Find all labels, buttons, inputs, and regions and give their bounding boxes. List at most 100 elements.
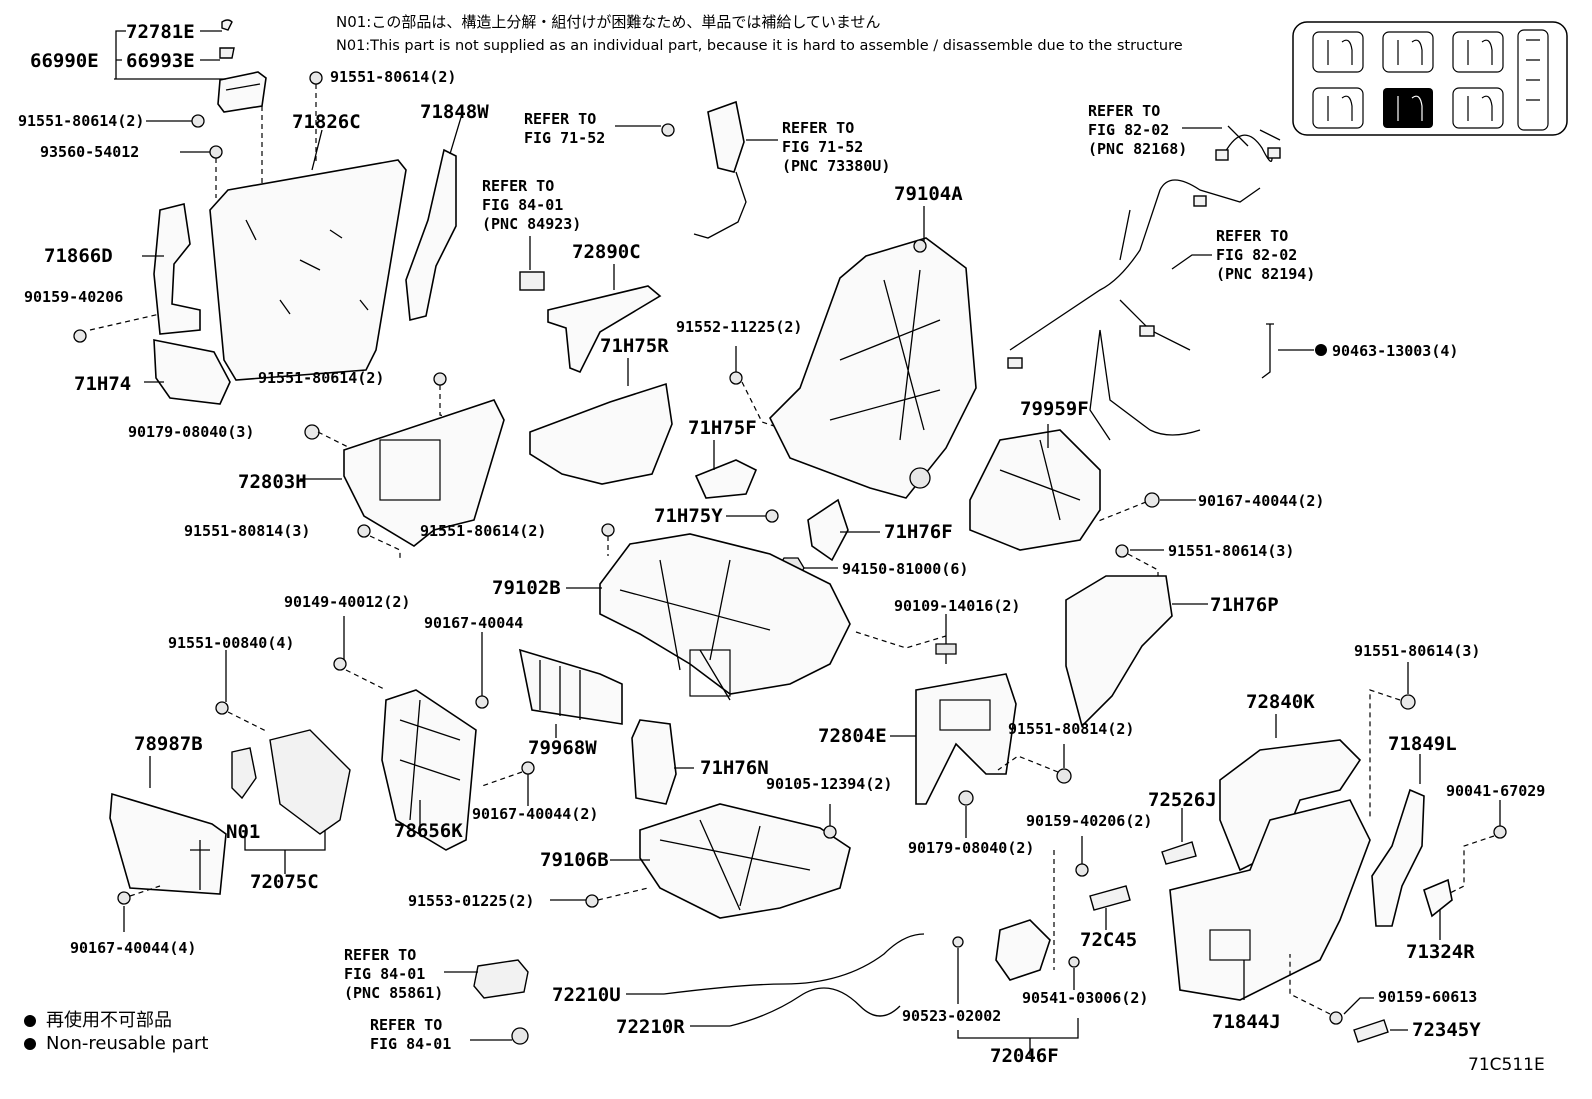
label-71H74: 71H74 [74, 373, 131, 395]
pad-72345Y [1353, 1019, 1389, 1043]
label-72075C: 72075C [250, 871, 319, 893]
label-66990E: 66990E [30, 50, 99, 72]
label-91552-11225-2: 91552-11225(2) [676, 318, 802, 336]
bolt-icon [433, 372, 447, 386]
connector-85861 [473, 959, 529, 999]
label-90109-14016-2: 90109-14016(2) [894, 597, 1020, 615]
bolt-90109-14016 [935, 643, 957, 664]
note-n01-japanese: N01:この部品は、構造上分解・組付けが困難なため、単品では補給していません [336, 13, 881, 31]
bracket-72075C [231, 729, 351, 835]
label-71849L: 71849L [1388, 733, 1457, 755]
label-79106B: 79106B [540, 849, 609, 871]
non-reusable-dot-icon [24, 1038, 36, 1050]
label-71H76N: 71H76N [700, 757, 769, 779]
cover-78656K [381, 689, 477, 851]
label-refer-to: REFER TO [524, 110, 596, 128]
label-91551-00840-4: 91551-00840(4) [168, 634, 294, 652]
cover-78987B [109, 792, 227, 895]
label-refer-to: REFER TO [1088, 102, 1160, 120]
bolt-icon [215, 701, 229, 715]
clip-90463-13003 [1261, 323, 1274, 379]
bolt-icon [1329, 1011, 1343, 1025]
label-refer-fig: FIG 84-01 [370, 1035, 451, 1053]
label-91551-80614-2: 91551-80614(2) [420, 522, 546, 540]
garnish-72890C [547, 285, 662, 374]
label-90523-02002: 90523-02002 [902, 1007, 1001, 1025]
bolt-icon [1400, 694, 1416, 710]
connector-84923 [519, 271, 545, 291]
bolt-icon [765, 509, 779, 523]
cover-79959F [969, 429, 1101, 551]
label-79959F: 79959F [1020, 398, 1089, 420]
bolt-icon [585, 894, 599, 908]
legend-text-en: Non-reusable part [46, 1033, 209, 1054]
label-refer-pnc: (PNC 85861) [344, 984, 443, 1002]
label-refer-to: REFER TO [482, 177, 554, 195]
label-71324R: 71324R [1406, 941, 1475, 963]
label-71826C: 71826C [292, 111, 361, 133]
cap-72526J [1161, 841, 1197, 865]
bracket-71H76F [807, 498, 849, 562]
label-79968W: 79968W [528, 737, 597, 759]
belt-buckle-icon [661, 100, 747, 239]
bolt-icon [1068, 956, 1080, 968]
label-90463-13003-4: 90463-13003(4) [1332, 342, 1458, 360]
legend-text-ja: 再使用不可部品 [46, 1010, 172, 1031]
bolt-icon [309, 71, 323, 85]
bolt-icon [521, 761, 535, 775]
bracket-79968W [518, 648, 623, 725]
label-N01: N01 [226, 821, 260, 843]
seatback-cover-71826C [209, 159, 407, 381]
trim-71849L [1371, 788, 1425, 927]
label-72840K: 72840K [1246, 691, 1315, 713]
label-71848W: 71848W [420, 101, 489, 123]
label-66993E: 66993E [126, 50, 195, 72]
cushion-frame-79102B [599, 533, 851, 701]
control-unit-72046F [995, 919, 1051, 981]
label-refer-pnc: (PNC 84923) [482, 215, 581, 233]
label-90159-40206: 90159-40206 [24, 288, 123, 306]
label-refer-to: REFER TO [344, 946, 416, 964]
nut-icon [958, 790, 974, 806]
label-refer-to: REFER TO [1216, 227, 1288, 245]
label-72804E: 72804E [818, 725, 887, 747]
cover-71H75R [529, 382, 673, 485]
label-90179-08040-2: 90179-08040(2) [908, 839, 1034, 857]
non-reusable-dot-icon [24, 1015, 36, 1027]
label-71H76F: 71H76F [884, 521, 953, 543]
bolt-icon [73, 329, 87, 343]
headrest-guide-66993E [219, 47, 235, 59]
label-90167-40044-2: 90167-40044(2) [472, 805, 598, 823]
bolt-icon [1115, 544, 1129, 558]
label-refer-pnc: (PNC 73380U) [782, 157, 890, 175]
side-garnish-71848W [405, 148, 457, 322]
label-91551-80614-2: 91551-80614(2) [18, 112, 144, 130]
label-72345Y: 72345Y [1412, 1019, 1481, 1041]
label-refer-pnc: (PNC 82168) [1088, 140, 1187, 158]
clip-icon [952, 936, 964, 948]
wire-harness-82168 [1215, 125, 1281, 162]
cable-72210U [663, 933, 925, 1027]
cover-71844J [1169, 799, 1371, 1001]
bolt-icon [823, 825, 837, 839]
label-91551-80614-2: 91551-80614(2) [258, 369, 384, 387]
garnish-72C45 [1089, 885, 1131, 911]
legend-non-reusable-ja: 再使用不可部品 [24, 1006, 172, 1032]
headrest-guide-72781E [221, 19, 233, 31]
label-refer-fig: FIG 84-01 [482, 196, 563, 214]
label-refer-fig: FIG 82-02 [1216, 246, 1297, 264]
figure-code: 71C511E [1468, 1055, 1545, 1075]
bolt-icon [1144, 492, 1160, 508]
label-72781E: 72781E [126, 21, 195, 43]
label-90167-40044: 90167-40044 [424, 614, 523, 632]
label-refer-fig: FIG 71-52 [524, 129, 605, 147]
label-72526J: 72526J [1148, 789, 1217, 811]
seatback-frame-79104A [769, 237, 977, 499]
label-90159-40206-2: 90159-40206(2) [1026, 812, 1152, 830]
cover-71324R [1423, 878, 1453, 918]
bolt-icon [209, 145, 223, 159]
label-94150-81000-6: 94150-81000(6) [842, 560, 968, 578]
label-refer-to: REFER TO [782, 119, 854, 137]
bolt-icon [601, 523, 615, 537]
bracket-71H75F [694, 459, 758, 499]
